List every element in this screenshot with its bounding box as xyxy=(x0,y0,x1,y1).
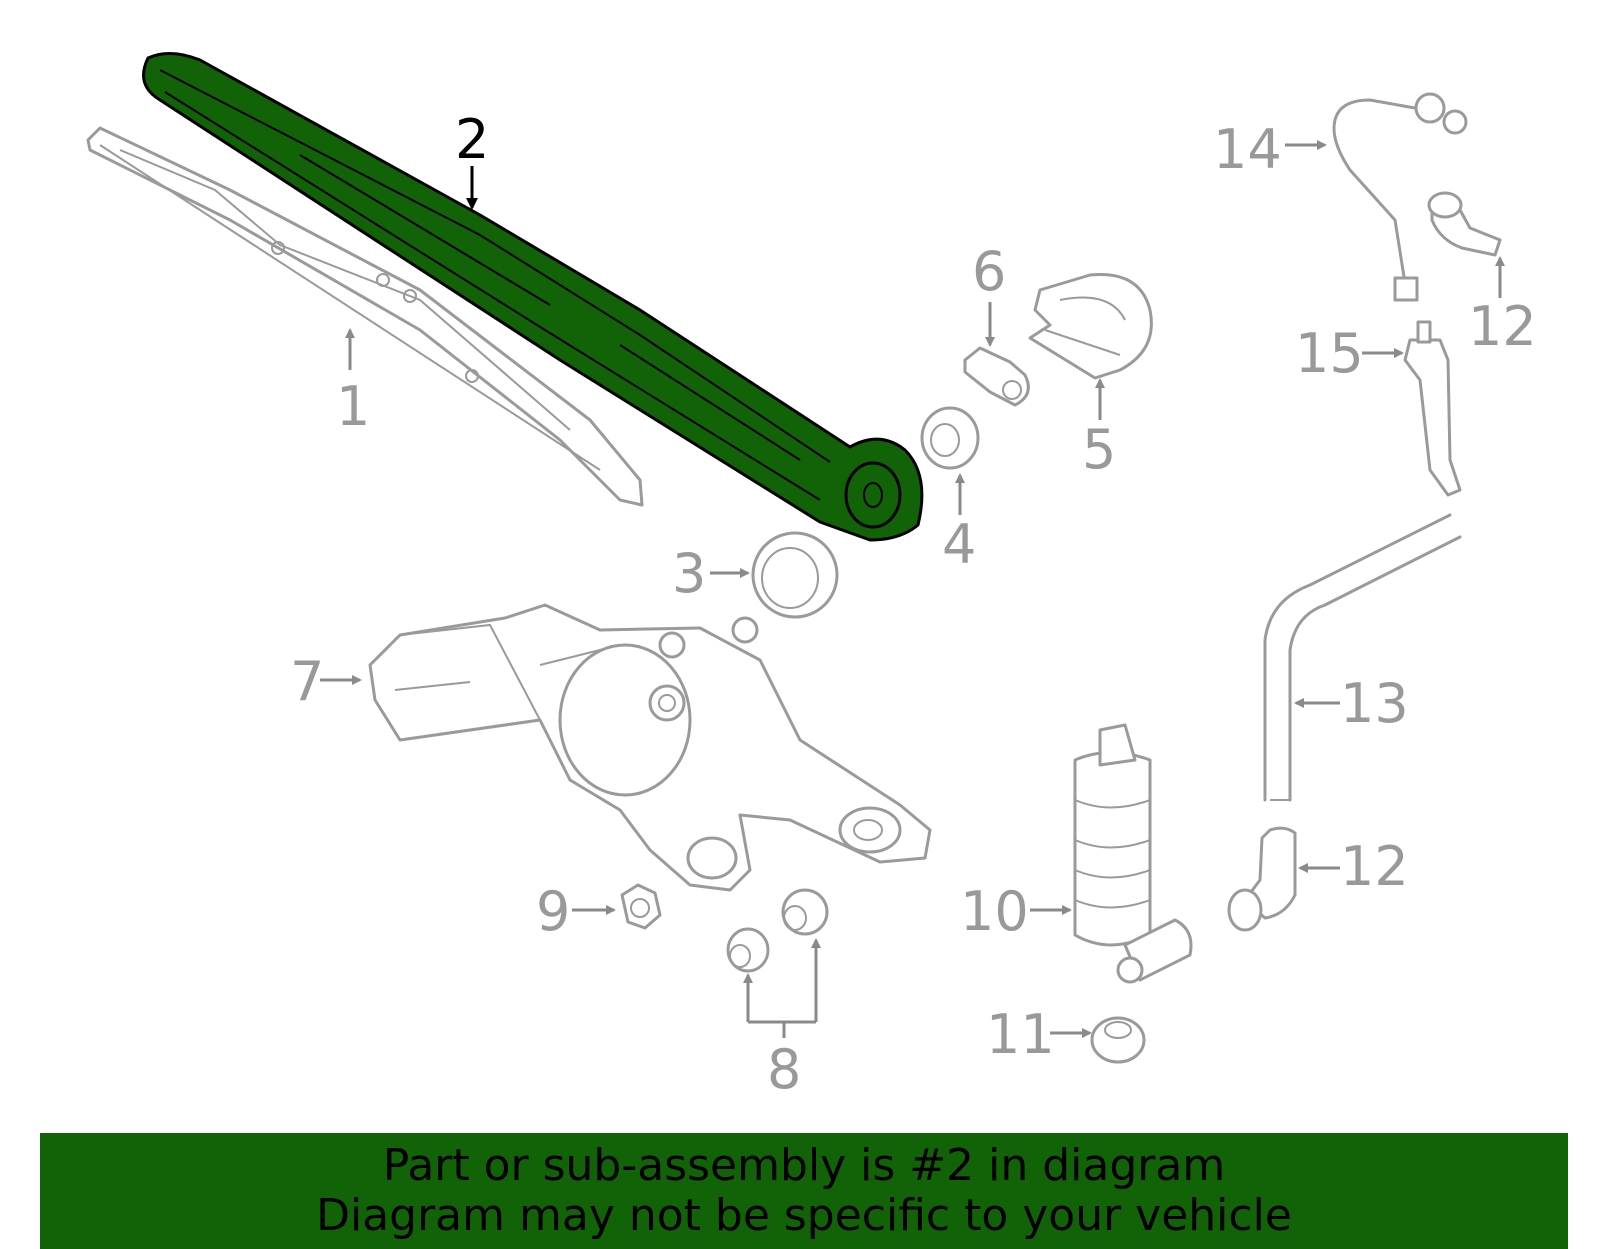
hose-part-13[interactable] xyxy=(1263,513,1462,802)
washer-pump-part-10[interactable] xyxy=(1073,723,1193,984)
bushing-part-4[interactable] xyxy=(920,406,980,470)
banner-line-part: Part or sub-assembly is #2 in diagram xyxy=(382,1140,1226,1191)
hose-part-14[interactable] xyxy=(1332,92,1468,302)
cap-part-3[interactable] xyxy=(751,531,839,619)
elbow-connector-part-12-upper[interactable] xyxy=(1427,191,1502,257)
callout-14: 14 xyxy=(1213,118,1282,181)
callout-2: 2 xyxy=(455,108,489,171)
nut-part-9[interactable] xyxy=(620,883,662,930)
grommets-part-8[interactable] xyxy=(726,888,829,973)
wiper-blade-part-1[interactable] xyxy=(86,126,644,507)
nozzle-part-15[interactable] xyxy=(1403,320,1462,497)
info-banner: Part or sub-assembly is #2 in diagram Di… xyxy=(40,1133,1568,1249)
callout-3: 3 xyxy=(672,542,706,605)
callout-7: 7 xyxy=(290,650,324,713)
clip-part-6[interactable] xyxy=(963,346,1030,407)
callout-4: 4 xyxy=(942,513,976,576)
callout-15: 15 xyxy=(1295,322,1364,385)
callout-1: 1 xyxy=(336,375,370,438)
cover-part-5[interactable] xyxy=(1028,272,1153,380)
callout-9: 9 xyxy=(536,880,570,943)
callout-8: 8 xyxy=(767,1038,801,1101)
callout-6: 6 xyxy=(972,240,1006,303)
callout-5: 5 xyxy=(1082,418,1116,481)
wiper-motor-part-7[interactable] xyxy=(368,603,932,892)
callout-12-lower: 12 xyxy=(1340,835,1409,898)
wiper-arm-part-2[interactable] xyxy=(142,52,924,542)
grommet-part-11[interactable] xyxy=(1090,1016,1146,1064)
parts-diagram: 1 2 3 4 5 6 7 8 9 10 11 12 12 13 14 15 xyxy=(86,52,1537,1101)
callout-13: 13 xyxy=(1340,672,1409,735)
callout-11: 11 xyxy=(986,1003,1055,1066)
callout-10: 10 xyxy=(960,880,1029,943)
callout-12-upper: 12 xyxy=(1468,295,1537,358)
banner-line-disclaimer: Diagram may not be specific to your vehi… xyxy=(316,1190,1292,1241)
elbow-connector-part-12-lower[interactable] xyxy=(1227,826,1297,932)
